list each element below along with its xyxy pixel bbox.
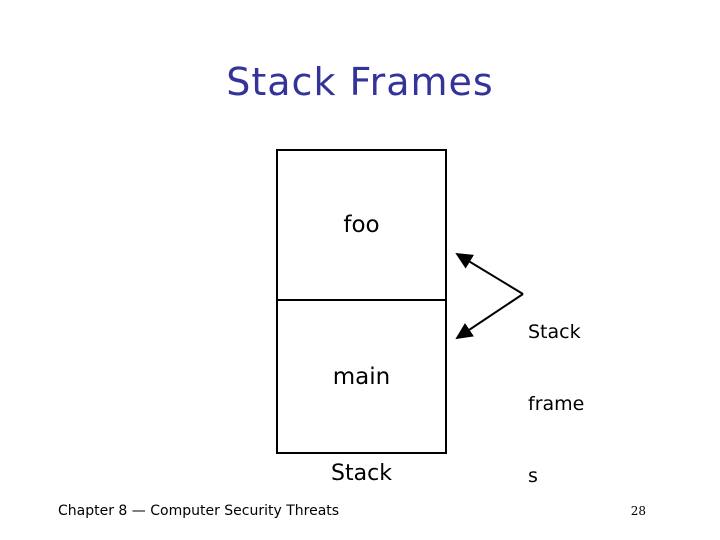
- callout-line-1: Stack: [528, 321, 581, 343]
- arrow-to-main-frame: [455, 293, 524, 340]
- stack-caption: Stack: [331, 461, 392, 486]
- stack-frame-foo: foo: [278, 151, 445, 301]
- footer-page-number: 28: [630, 504, 646, 518]
- callout-line-2: frame: [528, 393, 585, 415]
- arrow-to-foo-frame: [455, 252, 524, 295]
- stack-diagram-box: foo main: [276, 149, 447, 454]
- stack-frame-foo-label: foo: [343, 212, 380, 238]
- stack-frame-main: main: [278, 301, 445, 452]
- footer-chapter-title: Chapter 8 — Computer Security Threats: [58, 503, 340, 519]
- slide-title: Stack Frames: [226, 60, 494, 104]
- stack-frames-callout: Stack frame s: [528, 272, 584, 536]
- callout-line-3: s: [528, 465, 538, 487]
- stack-frame-main-label: main: [332, 363, 391, 390]
